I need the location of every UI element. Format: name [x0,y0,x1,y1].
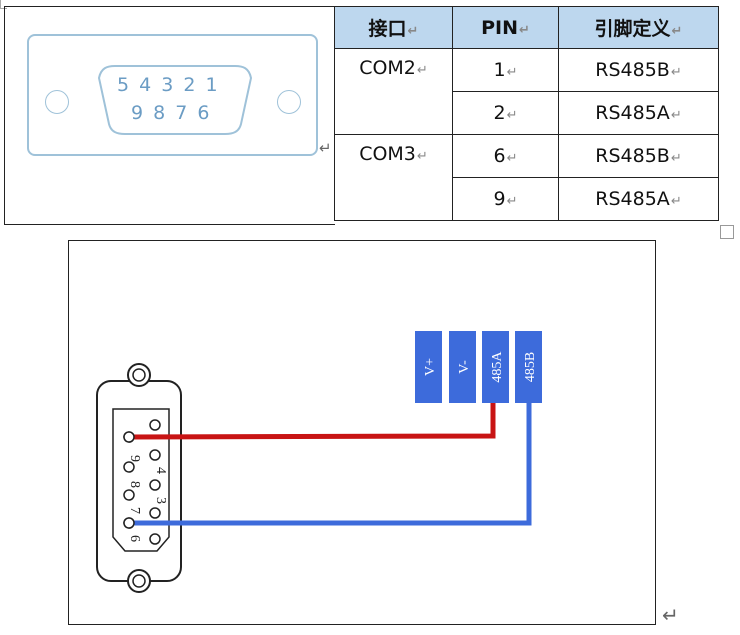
cell-pin: 2↵ [452,91,559,135]
connector-cell: 5 4 3 2 1 9 8 7 6 ↵ [4,6,335,225]
terminal-485a [482,331,509,403]
plug-pin-label: 4 [153,467,168,474]
wire-485a-red [128,403,496,440]
wiring-svg: 9 4 8 3 7 6 V+ V- 485A 485B [96,331,542,593]
terminal-v-plus [415,331,442,403]
cell-pin: 1↵ [452,48,559,92]
paragraph-mark-end: ↵ [662,603,679,627]
wire-485b-blue [129,403,532,526]
header-pin-definition: 引脚定义↵ [558,6,719,49]
cell-definition: RS485A↵ [558,177,719,221]
mounting-hole-right [277,90,301,114]
pin-table: 接口↵ PIN↵ 引脚定义↵ COM2↵ 1↵ RS485B↵ 2↵ RS485… [334,6,719,221]
mounting-hole-left [45,90,69,114]
connector-bottom-pin-numbers: 9 8 7 6 [131,102,212,124]
table-row: COM2↵ 1↵ RS485B↵ [334,48,719,135]
cell-definition: RS485B↵ [558,134,719,178]
corner-mark [0,0,7,9]
cell-pin: 9↵ [452,177,559,221]
terminal-label: 485B [523,352,538,382]
table-header-row: 接口↵ PIN↵ 引脚定义↵ [334,6,719,49]
cell-definition: RS485B↵ [558,48,719,92]
plug-pin-label: 9 [127,455,142,462]
terminal-label: V+ [423,358,438,376]
wiring-diagram: 9 4 8 3 7 6 V+ V- 485A 485B [68,240,656,625]
cell-interface: COM2↵ [334,48,453,135]
plug-pin-label: 6 [127,535,142,542]
cell-definition: RS485A↵ [558,91,719,135]
connector-shell-outline [97,65,253,135]
terminal-label: V- [457,360,472,374]
header-interface: 接口↵ [334,6,453,49]
db9-connector-drawing: 5 4 3 2 1 9 8 7 6 [27,34,318,156]
terminal-block: V+ V- 485A 485B [415,331,542,403]
table-row: 9↵ RS485A↵ [335,177,719,221]
table-row: 2↵ RS485A↵ [335,91,719,135]
cell-interface: COM3↵ [334,134,453,221]
terminal-v-minus [449,331,476,403]
db9-plug: 9 4 8 3 7 6 [96,363,182,593]
terminal-485b [515,331,542,403]
terminal-label: 485A [490,351,505,383]
object-anchor-box [720,225,734,239]
plug-pin-label: 7 [127,507,142,514]
pin-definition-table-block: 5 4 3 2 1 9 8 7 6 ↵ 接口↵ PIN↵ 引脚定义↵ COM2↵… [4,6,720,225]
connector-top-pin-numbers: 5 4 3 2 1 [117,74,220,96]
plug-pin-label: 8 [127,481,142,488]
paragraph-mark: ↵ [319,139,332,157]
table-row: COM3↵ 6↵ RS485B↵ [334,134,719,221]
cell-pin: 6↵ [452,134,559,178]
plug-pin-label: 3 [153,497,168,504]
header-pin: PIN↵ [452,6,559,49]
